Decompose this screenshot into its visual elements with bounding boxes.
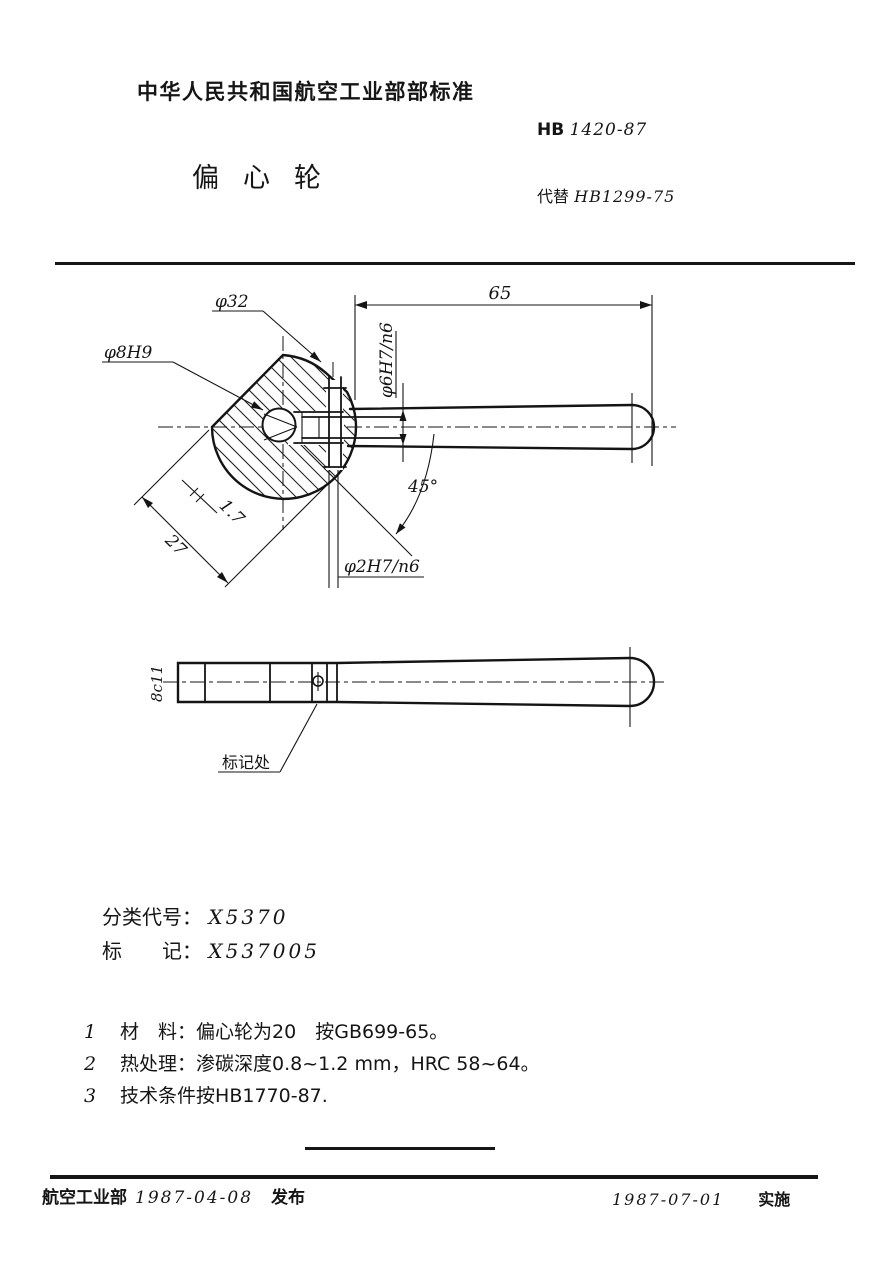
- note-line: 3 技术条件按HB1770-87.: [84, 1080, 540, 1112]
- dim-65-label: 65: [489, 283, 512, 304]
- side-view: 8c11 标记处: [148, 647, 668, 773]
- note-text: 技术条件按HB1770-87.: [120, 1085, 328, 1107]
- dim-phi32-label: φ32: [215, 292, 249, 312]
- marking-callout: 标记处: [218, 703, 318, 773]
- marking-code-label: 标 记：: [102, 939, 202, 963]
- shaft-cone-lower: [263, 426, 298, 441]
- marking-code-value: X537005: [208, 939, 320, 963]
- dim-phi2-label: φ2H7/n6: [344, 557, 420, 577]
- issue-action: 发布: [271, 1188, 306, 1208]
- part-title: 偏心轮: [192, 163, 345, 194]
- marking-code-row: 标 记： X537005: [102, 934, 320, 968]
- classification-code-label: 分类代号：: [102, 905, 202, 929]
- issue-date: 1987-04-08: [135, 1188, 254, 1208]
- dimension-phi32: φ32: [212, 292, 322, 363]
- note-text: 材 料：偏心轮为20 按GB699-65。: [120, 1021, 449, 1043]
- dimension-45deg: 45°: [395, 433, 438, 535]
- diagonal-centerline: [289, 433, 413, 557]
- dimension-65: 65: [354, 283, 653, 466]
- dimension-1-7: 1.7: [181, 479, 248, 529]
- dim-1-7-label: 1.7: [215, 496, 248, 529]
- dimension-phi8: φ8H9: [102, 343, 264, 411]
- ministry-standard-title: 中华人民共和国航空工业部部标准: [137, 80, 475, 104]
- side-view-outline: [176, 656, 656, 708]
- implement-date: 1987-07-01: [612, 1190, 725, 1209]
- header-divider: [55, 262, 855, 265]
- note-line: 1 材 料：偏心轮为20 按GB699-65。: [84, 1016, 540, 1048]
- footer-issue: 航空工业部 1987-04-08 发布: [42, 1183, 305, 1208]
- note-number: 3: [84, 1085, 97, 1107]
- note-number: 1: [84, 1021, 97, 1043]
- standard-code-prefix: HB: [537, 120, 565, 140]
- implement-action: 实施: [758, 1190, 791, 1209]
- pin-slot-cutout: [326, 380, 343, 470]
- footer-divider: [50, 1175, 818, 1179]
- dimension-8c11: 8c11: [148, 665, 166, 702]
- issuing-body: 航空工业部: [42, 1188, 127, 1208]
- shaft-cone-upper: [263, 413, 298, 428]
- handle-round-end: [630, 403, 656, 451]
- footer-implement: 1987-07-01 实施: [612, 1186, 790, 1210]
- standard-code-number: 1420-87: [569, 120, 648, 140]
- handle-top-edge: [348, 403, 634, 411]
- note-text: 热处理：渗碳深度0.8~1.2 mm，HRC 58~64。: [120, 1053, 540, 1075]
- standard-code: HB 1420-87: [537, 120, 647, 140]
- replaces-note: 代替 HB1299-75: [537, 183, 675, 207]
- main-view: 65 φ32 φ8H9 φ6H7/n6: [102, 283, 676, 588]
- dim-27-label: 27: [160, 530, 190, 560]
- classification-code-value: X5370: [208, 905, 289, 929]
- replaces-number: HB1299-75: [574, 187, 676, 206]
- dim-45-label: 45°: [407, 477, 438, 497]
- dimension-phi2: φ2H7/n6: [328, 470, 424, 588]
- notes-block: 1 材 料：偏心轮为20 按GB699-65。 2 热处理：渗碳深度0.8~1.…: [84, 1016, 540, 1112]
- signature-line: [305, 1147, 495, 1150]
- note-line: 2 热处理：渗碳深度0.8~1.2 mm，HRC 58~64。: [84, 1048, 540, 1080]
- replaces-label: 代替: [537, 187, 570, 206]
- classification-block: 分类代号： X5370 标 记： X537005: [102, 900, 320, 968]
- dimension-phi6: φ6H7/n6: [377, 322, 407, 462]
- dim-phi6-label: φ6H7/n6: [377, 322, 397, 398]
- classification-code-row: 分类代号： X5370: [102, 900, 320, 934]
- handle-bottom-edge: [346, 444, 634, 451]
- marking-spot-label: 标记处: [222, 753, 270, 772]
- dim-phi8-label: φ8H9: [104, 343, 153, 363]
- dim-8c11-label: 8c11: [148, 665, 166, 702]
- note-number: 2: [84, 1053, 97, 1075]
